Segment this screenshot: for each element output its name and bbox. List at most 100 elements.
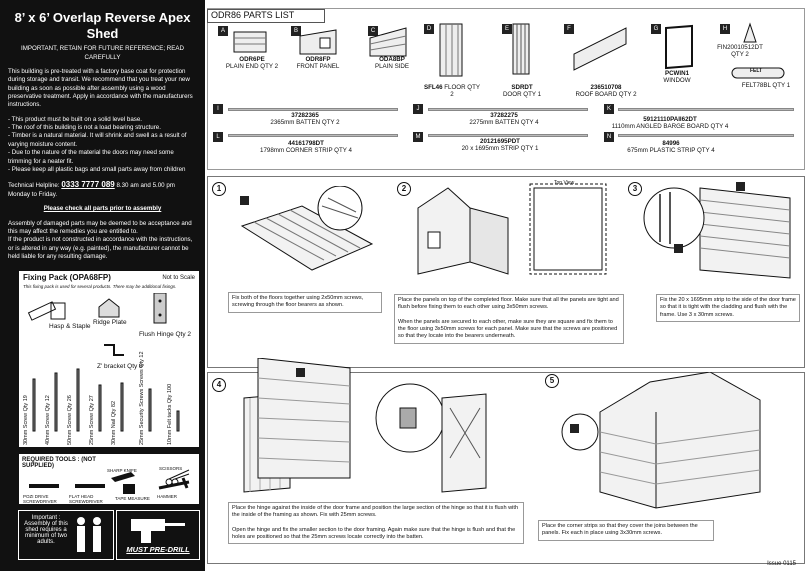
fixing-pack-note: This fixing pack is used for several pro… bbox=[23, 284, 177, 289]
step-2-note: Place the panels on top of the completed… bbox=[394, 294, 624, 344]
part-letter-e: E bbox=[502, 24, 512, 34]
strip-1695-illustration bbox=[428, 134, 588, 137]
z-bracket-label: Z' bracket Qty 8 bbox=[97, 363, 143, 370]
tool-knife: SHARP KNIFE bbox=[107, 468, 137, 473]
helpline-hours: 8.30 am and 5.00 pm Monday to Friday. bbox=[8, 182, 175, 199]
pre-drill-notice: MUST PRE-DRILL bbox=[116, 510, 200, 560]
bullet-1: - This product must be built on a solid … bbox=[8, 115, 143, 123]
part-desc-d: FLOOR QTY 2 bbox=[444, 84, 481, 99]
step-5-note: Place the corner strips so that they cov… bbox=[538, 520, 714, 541]
part-desc-felt: QTY 1 bbox=[772, 82, 791, 89]
tool-hammer: HAMMER bbox=[157, 494, 177, 499]
corner-strip-illustration bbox=[228, 134, 398, 137]
step-1-floor-illustration bbox=[240, 186, 374, 271]
tools-title: REQUIRED TOOLS : (NOT SUPPLIED) bbox=[22, 457, 96, 469]
part-desc-h: QTY 2 bbox=[731, 51, 749, 59]
helpline-number[interactable]: 0333 7777 089 bbox=[61, 180, 115, 190]
product-title: 8’ x 6’ Overlap Reverse Apex Shed bbox=[14, 10, 191, 41]
barge-board-illustration bbox=[618, 108, 794, 111]
step-3-strip-illustration bbox=[643, 182, 791, 279]
batten-2365-illustration bbox=[228, 108, 398, 111]
part-code-d: SFL46 bbox=[423, 84, 443, 91]
part-letter-j: J bbox=[413, 104, 423, 114]
part-letter-g: G bbox=[651, 24, 661, 34]
part-code-c: ODA8BP bbox=[379, 56, 405, 63]
screw-label-7: 10mm Felt tacks Qty 100 bbox=[167, 383, 173, 445]
bullet-4: - Due to the nature of the material the … bbox=[8, 149, 174, 165]
finial-illustration bbox=[743, 22, 757, 43]
helpline-prefix: Technical Helpline: bbox=[8, 182, 60, 190]
plain-end-illustration bbox=[233, 31, 267, 53]
step-3-note: Fix the 20 x 1695mm strip to the side of… bbox=[656, 294, 800, 322]
step-4-hinge-illustration bbox=[243, 358, 487, 493]
part-letter-c: C bbox=[368, 26, 378, 36]
part-letter-b: B bbox=[291, 26, 301, 36]
part-desc-c: PLAIN SIDE bbox=[374, 63, 410, 71]
plastic-strip-illustration bbox=[618, 134, 794, 137]
step-2-number: 2 bbox=[397, 182, 411, 196]
part-code-f: 236510708 bbox=[590, 84, 622, 91]
part-letter-l: L bbox=[213, 132, 223, 142]
door-illustration bbox=[512, 23, 530, 75]
step-4-text-2: Open the hinge and fix the smaller secti… bbox=[232, 526, 516, 541]
part-code-a: ODR6PE bbox=[239, 56, 265, 63]
tool-scissors: SCISSORS bbox=[159, 466, 183, 471]
tools-illustration bbox=[29, 469, 190, 494]
step-2-text-1: Place the panels on top of the completed… bbox=[398, 297, 619, 311]
two-adults-text: Important : Assembly of this shed requir… bbox=[24, 515, 68, 545]
steps-row-1 bbox=[207, 176, 805, 368]
parts-list-area bbox=[207, 8, 805, 170]
part-code-k: 59121110PAII62DT bbox=[643, 116, 697, 123]
fixing-pack-box: Not to Scale Fixing Pack (OPA68FP) This f… bbox=[18, 270, 200, 448]
bullet-5: - Please keep all plastic bags and small… bbox=[8, 165, 186, 173]
people-icon bbox=[77, 517, 101, 552]
floor-illustration bbox=[439, 23, 463, 77]
part-desc-l: 1798mm CORNER STRIP QTY 4 bbox=[260, 147, 352, 155]
part-desc-n: 675mm PLASTIC STRIP QTY 4 bbox=[627, 147, 715, 155]
step-4-note: Place the hinge against the inside of th… bbox=[228, 502, 524, 545]
step-1-part-d: D bbox=[244, 190, 249, 196]
part-letter-d: D bbox=[424, 24, 434, 34]
step-5-number: 5 bbox=[545, 374, 559, 388]
part-letter-i: I bbox=[213, 104, 223, 114]
fixings-illustration bbox=[27, 293, 180, 432]
screw-label-1: 30mm Screw Qty 19 bbox=[23, 395, 29, 445]
part-code-h: FIN20010512DT bbox=[717, 44, 763, 51]
part-code-j: 37282275 bbox=[490, 112, 518, 119]
parts-list-title: ODR86 PARTS LIST bbox=[207, 9, 325, 23]
part-code-i: 37282365 bbox=[291, 112, 319, 119]
screw-label-3: 50mm Screw Qty 26 bbox=[67, 395, 73, 445]
step-5-corner-strip-illustration bbox=[561, 372, 761, 509]
top-view-label: Top View bbox=[554, 180, 575, 186]
part-desc-j: 2275mm BATTEN QTY 4 bbox=[469, 119, 539, 127]
batten-2275-illustration bbox=[428, 108, 588, 111]
part-desc-b: FRONT PANEL bbox=[296, 63, 340, 71]
part-code-m: 20121695PDT bbox=[480, 138, 520, 145]
part-letter-f: F bbox=[564, 24, 574, 34]
hasp-label: Hasp & Staple bbox=[49, 323, 91, 330]
fixing-pack-title: Fixing Pack (OPA68FP) bbox=[23, 273, 111, 282]
part-letter-m: M bbox=[413, 132, 423, 142]
bullet-3: - Timber is a natural material. It will … bbox=[8, 132, 187, 148]
step-1-note: Fix both of the floors together using 2x… bbox=[228, 292, 382, 313]
pre-drill-text: MUST PRE-DRILL bbox=[126, 545, 190, 554]
tool-tape-measure: TAPE MEASURE bbox=[115, 496, 150, 501]
part-desc-m: 20 x 1695mm STRIP QTY 1 bbox=[461, 145, 539, 153]
scale-note: Not to Scale bbox=[162, 275, 195, 281]
felt-roll-label: FELT bbox=[750, 68, 763, 74]
part-letter-h: H bbox=[720, 24, 730, 34]
step-3-number: 3 bbox=[628, 182, 642, 196]
screw-label-2: 40mm Screw Qty 12 bbox=[45, 395, 51, 445]
tool-flat-driver: FLAT HEAD SCREWDRIVER bbox=[69, 494, 103, 504]
part-desc-a: PLAIN END QTY 2 bbox=[225, 63, 279, 71]
window-illustration bbox=[665, 24, 693, 70]
part-letter-k: K bbox=[604, 104, 614, 114]
felt-roll-illustration bbox=[731, 67, 785, 79]
two-adults-notice: Important : Assembly of this shed requir… bbox=[18, 510, 114, 560]
damage-note: Assembly of damaged parts may be deemed … bbox=[8, 219, 192, 236]
step-1-number: 1 bbox=[212, 182, 226, 196]
part-code-n: 84996 bbox=[662, 140, 680, 147]
required-tools-box: REQUIRED TOOLS : (NOT SUPPLIED) SHARP KN… bbox=[18, 453, 200, 505]
steps-row-2 bbox=[207, 372, 805, 564]
part-code-l: 44161798DT bbox=[288, 140, 324, 147]
